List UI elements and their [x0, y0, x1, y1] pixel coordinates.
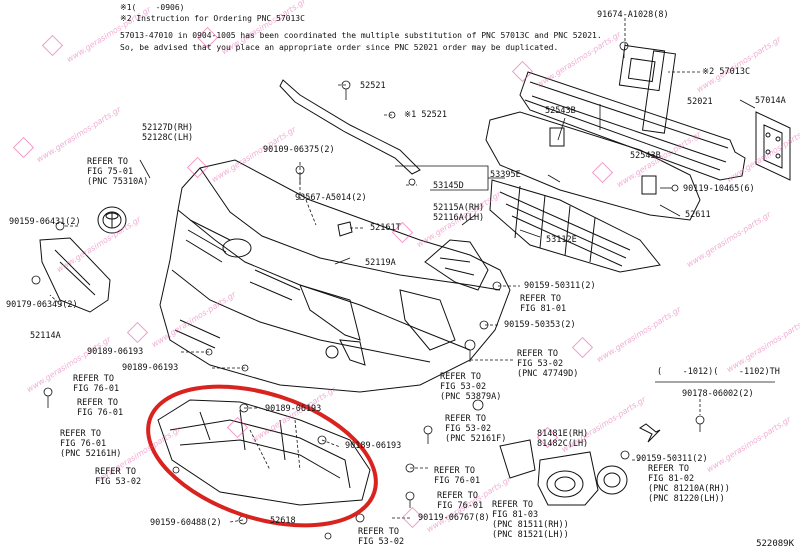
leader-lines [50, 18, 700, 522]
part-label: REFER TO FIG 81-03 (PNC 81511(RH)) (PNC … [492, 500, 569, 540]
note-line-2: ※2 Instruction for Ordering PNC 57013C [120, 14, 305, 23]
part-label: REFER TO FIG 75-01 (PNC 75310A) [87, 157, 149, 187]
lower-grille-53112e [486, 112, 700, 272]
part-label: REFER TO FIG 76-01 [77, 398, 124, 418]
note-line-3: 57013-47010 in 0904-1005 has been coordi… [120, 31, 602, 40]
part-label: 81481E(RH) 81482C(LH) [537, 429, 589, 449]
part-label: 52543B [545, 106, 576, 116]
bumper-reinforcement [520, 45, 745, 180]
part-label: ※2 57013C [702, 67, 751, 77]
part-label: 90189-06193 [345, 441, 402, 451]
pad-52543b-1 [550, 128, 564, 146]
part-label: 93567-A5014(2) [295, 193, 367, 203]
direction-arrow [640, 424, 660, 442]
part-label: 53395E [490, 170, 521, 180]
part-label: 91674-A1028(8) [597, 10, 669, 20]
bracket-57014a [756, 112, 790, 180]
part-label: 53112E [546, 235, 577, 245]
part-label: REFER TO FIG 76-01 [434, 466, 481, 486]
spacer-bracket-52115a [425, 240, 488, 290]
part-label: REFER TO FIG 81-01 [520, 294, 567, 314]
upper-moulding [280, 80, 420, 174]
fog-lamp-assembly [500, 440, 627, 505]
part-label: REFER TO FIG 53-02 [358, 527, 405, 547]
part-label: 52114A [30, 331, 61, 341]
part-label: 53145D [433, 181, 464, 191]
part-label: 52127D(RH) 52128C(LH) [142, 123, 194, 143]
part-label: REFER TO FIG 76-01 [73, 374, 120, 394]
part-label: 90179-06349(2) [6, 300, 78, 310]
part-label: 52021 [687, 97, 713, 107]
part-label: 90159-60488(2) [150, 518, 222, 528]
clips [32, 42, 704, 539]
part-label: 90119-06767(8) [418, 513, 490, 523]
side-bracket-52114a [40, 238, 110, 312]
part-label: 52115A(RH) 52116A(LH) [433, 203, 485, 223]
part-label: 90178-06002(2) [682, 389, 754, 399]
part-label: REFER TO FIG 76-01 [437, 491, 484, 511]
part-label: REFER TO FIG 53-02 [95, 467, 142, 487]
part-label: ( -1012)( -1102)TH [657, 367, 780, 377]
pad-52543b-2 [642, 176, 656, 194]
part-label: 90189-06193 [87, 347, 144, 357]
highlight-ellipse [131, 361, 394, 552]
part-label: REFER TO FIG 76-01 (PNC 52161H) [60, 429, 122, 459]
part-label: 52161T [370, 223, 401, 233]
part-label: 90109-06375(2) [263, 145, 335, 155]
under-cover-52618 [158, 400, 370, 505]
leader-lines-solid [140, 100, 755, 264]
part-label: 52611 [685, 210, 711, 220]
part-label: REFER TO FIG 53-02 (PNC 52161F) [445, 414, 507, 444]
diagram-id: 522089K [756, 539, 794, 549]
part-label: 57014A [755, 96, 786, 106]
part-label: REFER TO FIG 81-02 (PNC 81210A(RH)) (PNC… [648, 464, 730, 504]
note-line-4: So, be advised that you place an appropr… [120, 43, 559, 52]
part-label: ※1 52521 [404, 110, 447, 120]
part-label: 90159-50311(2) [636, 454, 708, 464]
part-label: REFER TO FIG 53-02 (PNC 47749D) [517, 349, 579, 379]
part-label: REFER TO FIG 53-02 (PNC 53879A) [440, 372, 502, 402]
note-line-1: ※1( -0906) [120, 3, 185, 12]
part-label: 90189-06193 [265, 404, 322, 414]
part-label: 52618 [270, 516, 296, 526]
part-label: 90159-50353(2) [504, 320, 576, 330]
cover-52161t [338, 222, 352, 236]
toyota-emblem [98, 207, 126, 233]
part-label: 52521 [360, 81, 386, 91]
part-label: 52119A [365, 258, 396, 268]
part-label: 90189-06193 [122, 363, 179, 373]
part-label: 90119-10465(6) [683, 184, 755, 194]
part-label: 52543B [630, 151, 661, 161]
part-label: 90159-50311(2) [524, 281, 596, 291]
part-label: 90159-06431(2) [9, 217, 81, 227]
